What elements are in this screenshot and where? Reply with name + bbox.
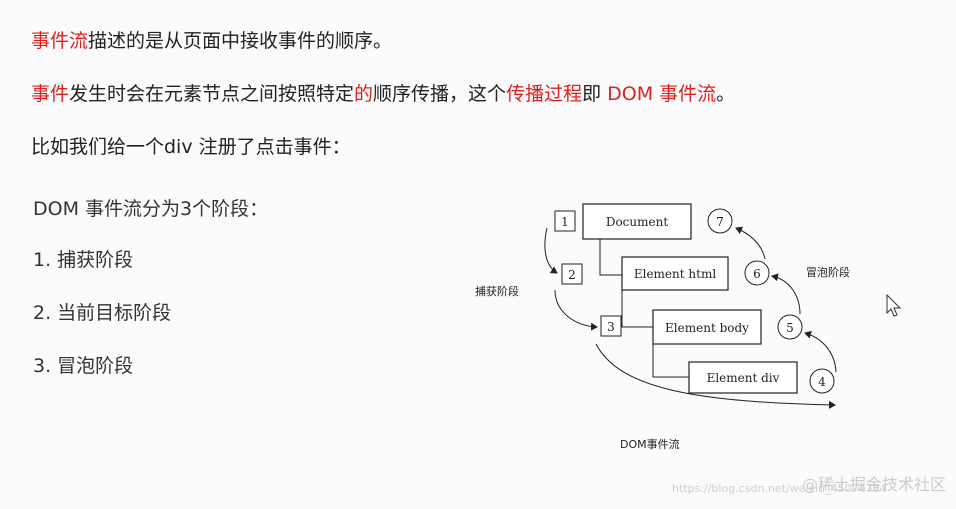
text-segment: 即 — [582, 83, 608, 105]
capture-step-2: 2 — [568, 268, 576, 282]
text-segment: 发生时会在元素节点之间按照特定 — [69, 83, 355, 105]
phases-title: DOM 事件流分为3个阶段： — [33, 198, 269, 220]
term-event-flow: 事件流 — [31, 30, 89, 52]
capture-step-3: 3 — [607, 320, 615, 334]
bubble-step-6: 6 — [753, 267, 761, 281]
capture-step-box-1 — [554, 210, 576, 232]
capture-step-box-3 — [600, 315, 622, 337]
node-label-div: Element div — [707, 371, 780, 385]
term-propagation-process: 传播过程 — [506, 83, 583, 105]
phase-item-capture: 1. 捕获阶段 — [33, 249, 134, 271]
bubble-arrow-6-7 — [735, 226, 766, 260]
phase-item-bubble: 3. 冒泡阶段 — [33, 355, 134, 377]
term-event: 事件 — [31, 83, 70, 105]
bubble-step-circle-7 — [707, 208, 733, 234]
watermark-site: @稀土掘金技术社区 — [801, 475, 946, 494]
node-element-div — [688, 361, 798, 394]
bubble-step-4: 4 — [818, 375, 826, 389]
bubble-step-circle-4 — [809, 368, 835, 394]
bubble-step-5: 5 — [786, 321, 794, 335]
term-de: 的 — [354, 83, 374, 105]
phase-item-target: 2. 当前目标阶段 — [33, 302, 172, 324]
node-label-body: Element body — [665, 321, 749, 335]
intro-line-2: 事件发生时会在元素节点之间按照特定的顺序传播，这个传播过程即 DOM 事件流。 — [31, 79, 735, 106]
node-element-body — [652, 309, 762, 345]
term-dom-event-flow: DOM 事件流 — [607, 83, 717, 105]
intro-line-3: 比如我们给一个div 注册了点击事件： — [31, 136, 351, 158]
node-element-html — [621, 256, 729, 291]
bubble-phase-label: 冒泡阶段 — [806, 265, 850, 279]
diagram-caption: DOM事件流 — [620, 437, 680, 451]
bubble-step-circle-6 — [744, 260, 770, 286]
node-document — [582, 203, 692, 240]
mouse-cursor-icon — [886, 293, 902, 317]
intro-line-1-text: 描述的是从页面中接收事件的顺序。 — [88, 30, 393, 52]
node-label-document: Document — [606, 215, 669, 229]
capture-arrow-2-3 — [554, 289, 598, 331]
bubble-step-7: 7 — [716, 215, 724, 229]
bubble-arrow-5-6 — [771, 273, 801, 315]
node-label-html: Element html — [634, 267, 716, 281]
capture-step-box-2 — [561, 263, 583, 285]
capture-phase-label: 捕获阶段 — [475, 284, 519, 298]
bubble-step-circle-5 — [777, 314, 803, 340]
capture-arrow-3-target — [595, 343, 836, 409]
text-segment: 。 — [716, 83, 736, 105]
capture-step-1: 1 — [561, 215, 569, 229]
watermark-url: https://blog.csdn.net/weixin_45074784 — [672, 482, 887, 495]
capture-arrow-1-2 — [544, 227, 558, 274]
text-segment: 顺序传播，这个 — [373, 83, 507, 105]
intro-line-1: 事件流描述的是从页面中接收事件的顺序。 — [31, 26, 392, 53]
bubble-arrow-4-5 — [804, 330, 837, 373]
